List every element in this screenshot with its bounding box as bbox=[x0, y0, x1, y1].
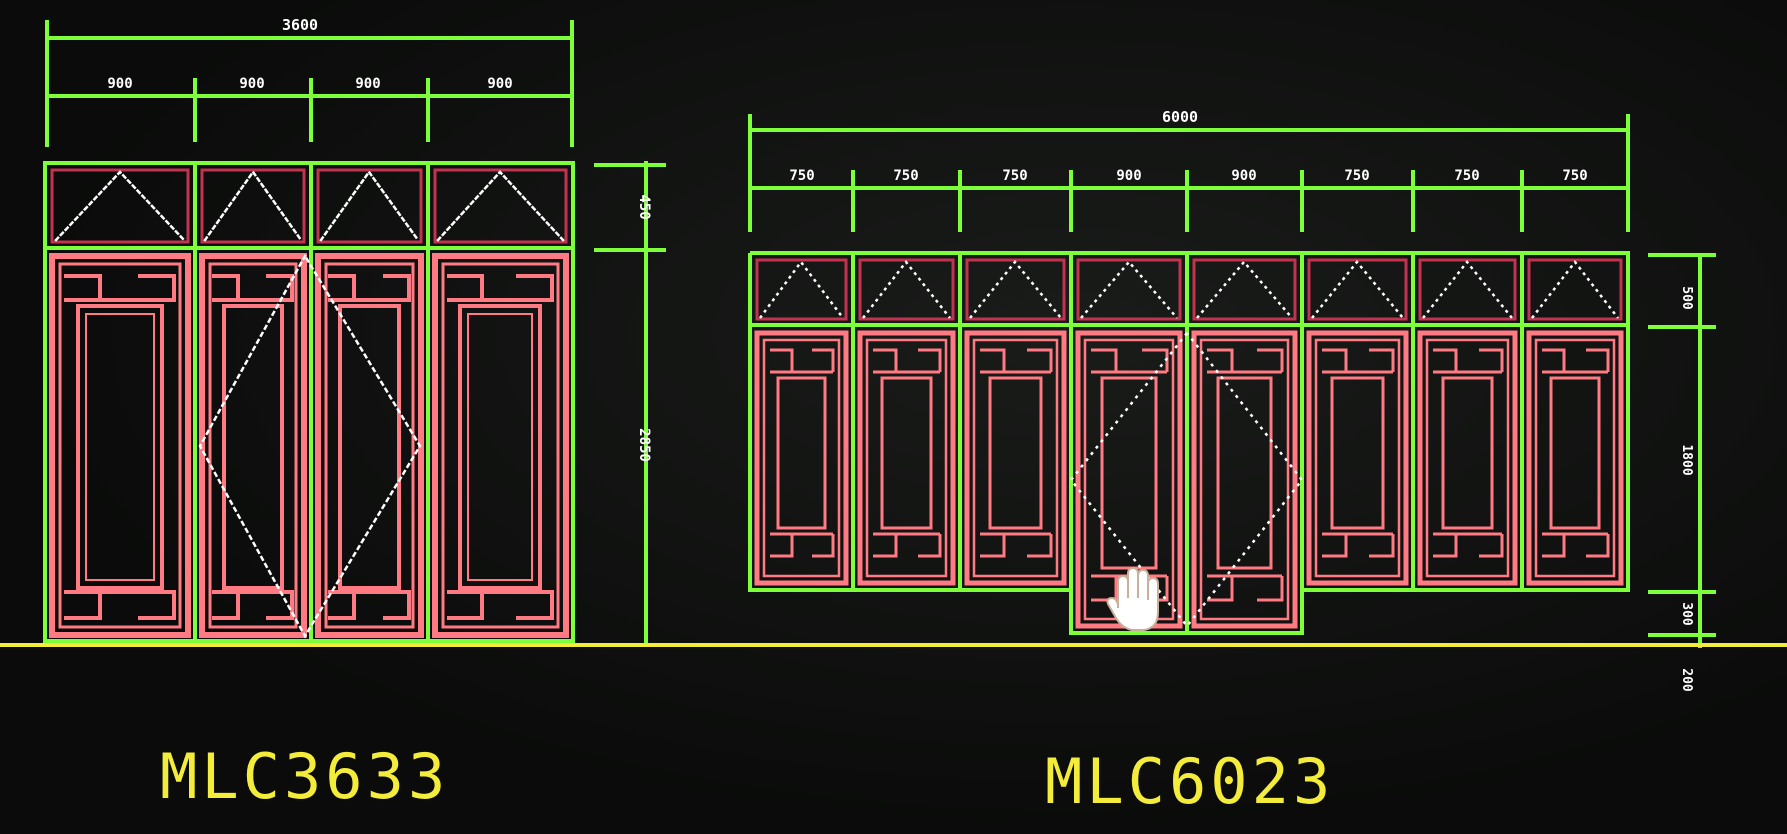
right-segment-dimension bbox=[750, 170, 1628, 232]
right-panel-width-label: 750 bbox=[1344, 168, 1369, 184]
right-outer-frame bbox=[748, 251, 1630, 635]
right-height-dimension bbox=[1648, 253, 1716, 648]
left-door-leaves bbox=[49, 253, 569, 638]
left-segment-dimension bbox=[45, 78, 574, 142]
right-height-label: 1800 bbox=[1679, 444, 1694, 475]
left-height-dimension bbox=[594, 161, 666, 643]
right-panel-width-label: 750 bbox=[1562, 168, 1587, 184]
left-height-label: 2850 bbox=[636, 428, 652, 462]
right-overall-width-label: 6000 bbox=[1162, 108, 1198, 126]
drawing-title-left: MLC3633 bbox=[160, 740, 450, 813]
right-panel-width-label: 750 bbox=[893, 168, 918, 184]
left-overall-width-label: 3600 bbox=[282, 16, 318, 34]
left-panel-width-label: 900 bbox=[239, 76, 264, 92]
left-panel-width-label: 900 bbox=[487, 76, 512, 92]
right-panel-width-label: 900 bbox=[1231, 168, 1256, 184]
right-door-leaves bbox=[754, 330, 1624, 629]
right-elevation: 6000 750 750 750 900 900 750 750 750 bbox=[748, 108, 1716, 692]
drawing-title-right: MLC6023 bbox=[1045, 745, 1335, 818]
right-height-label: 300 bbox=[1679, 602, 1694, 626]
left-swing-indicator bbox=[198, 254, 422, 639]
right-panel-width-label: 750 bbox=[789, 168, 814, 184]
right-overall-dimension bbox=[748, 114, 1630, 232]
right-panel-width-label: 750 bbox=[1002, 168, 1027, 184]
right-panel-width-label: 750 bbox=[1454, 168, 1479, 184]
left-elevation: 3600 900 900 900 900 bbox=[43, 16, 666, 643]
left-overall-dimension bbox=[45, 20, 574, 147]
right-transom-panes bbox=[755, 258, 1623, 321]
right-height-label: 500 bbox=[1679, 286, 1694, 310]
left-height-label: 450 bbox=[636, 194, 652, 219]
left-transom-panes bbox=[50, 168, 568, 244]
left-panel-width-label: 900 bbox=[107, 76, 132, 92]
right-panel-width-label: 900 bbox=[1116, 168, 1141, 184]
left-panel-width-label: 900 bbox=[355, 76, 380, 92]
right-height-label: 200 bbox=[1679, 668, 1694, 692]
hand-cursor-icon bbox=[1106, 566, 1159, 631]
